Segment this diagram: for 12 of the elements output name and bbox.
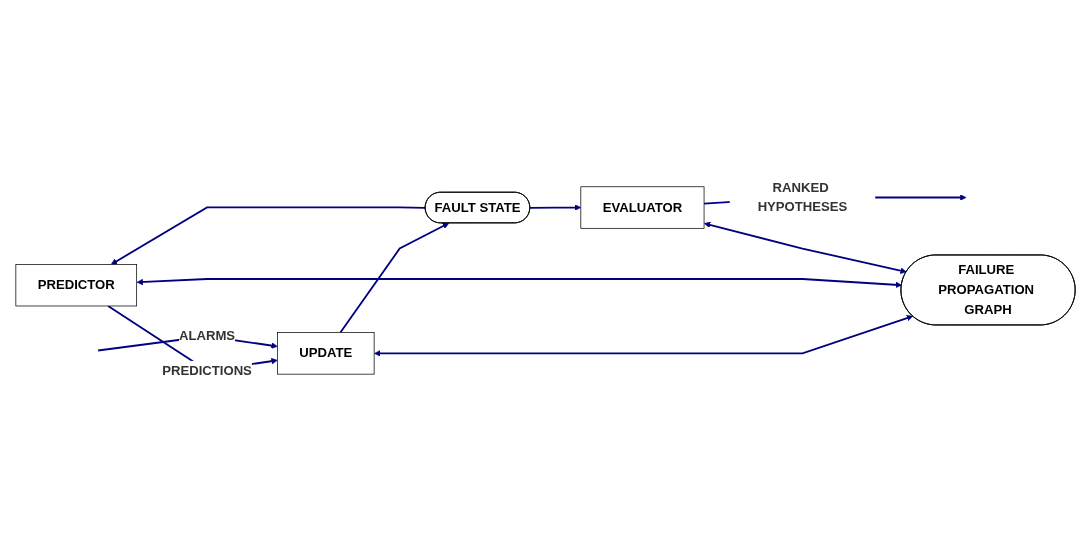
node-box: EVALUATOR xyxy=(580,186,705,229)
edge-label: RANKED HYPOTHESES xyxy=(757,179,848,215)
arrow xyxy=(529,204,582,211)
arrow xyxy=(339,222,450,334)
arrow xyxy=(704,221,907,274)
arrow xyxy=(136,278,902,288)
edge-label: PREDICTIONS xyxy=(162,362,252,378)
edge-label: ALARMS xyxy=(178,328,236,344)
node-box: PREDICTOR xyxy=(15,263,138,307)
arrow xyxy=(110,206,427,265)
node-box: UPDATE xyxy=(277,332,375,375)
arrow xyxy=(374,314,913,357)
